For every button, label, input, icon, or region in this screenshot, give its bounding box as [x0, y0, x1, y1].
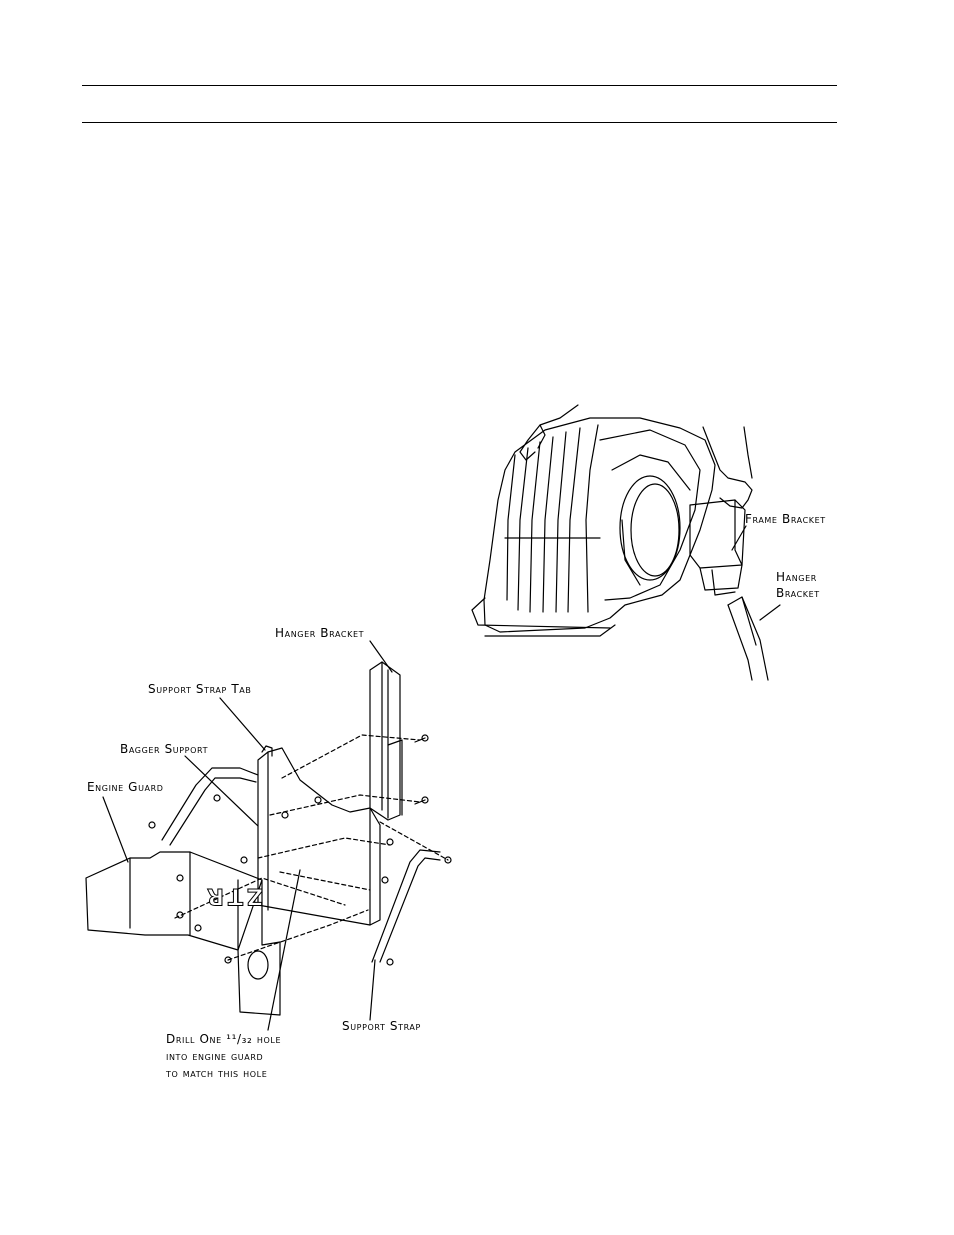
label-hanger-bracket-right-line1: Hanger [776, 570, 817, 584]
label-bagger-support: Bagger Support [120, 742, 209, 756]
label-frame-bracket: Frame Bracket [745, 512, 826, 526]
label-drill-line2: into engine guard [166, 1049, 264, 1063]
header-rule-bottom [82, 122, 837, 123]
header-rule-top [82, 85, 837, 86]
guard-logo-text: ZTR [203, 883, 264, 909]
label-support-strap-tab: Support Strap Tab [148, 682, 252, 696]
label-drill-line1: Drill One ¹¹/₃₂ hole [166, 1032, 282, 1046]
bagger-housing-drawing [471, 404, 781, 681]
label-hanger-bracket-left: Hanger Bracket [275, 626, 365, 640]
bracket-assembly-drawing [85, 640, 452, 1031]
label-engine-guard: Engine Guard [87, 780, 164, 794]
label-drill-line3: to match this hole [166, 1066, 268, 1080]
label-support-strap: Support Strap [342, 1019, 421, 1033]
label-hanger-bracket-right-line2: Bracket [776, 586, 820, 600]
